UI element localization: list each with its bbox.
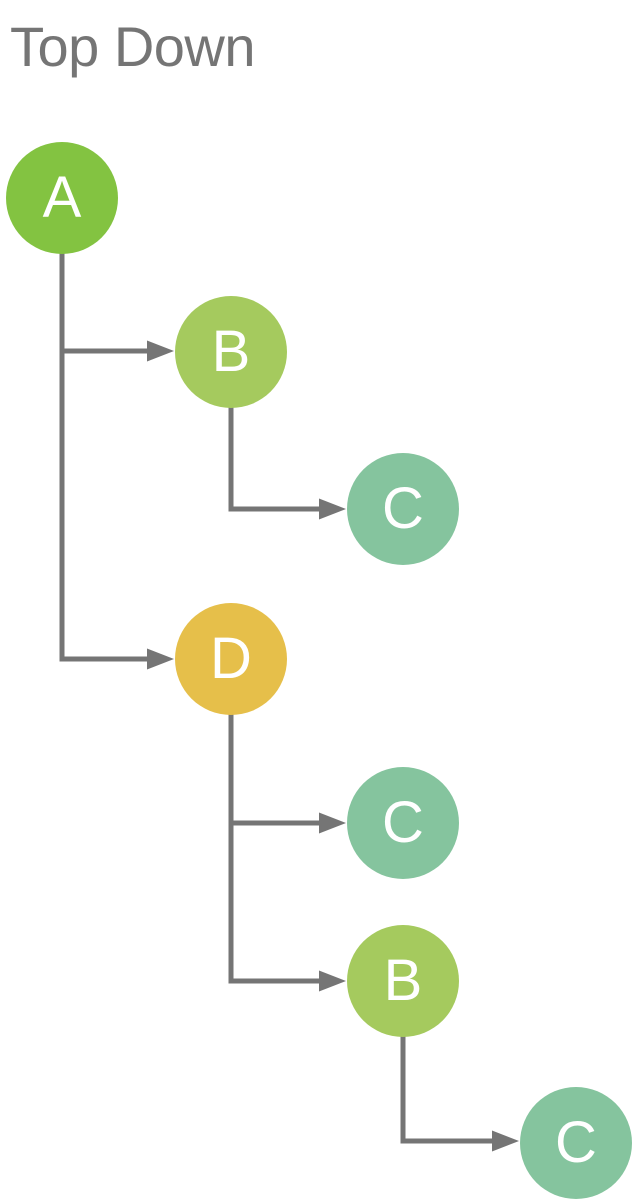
edge-B2-C3 — [400, 1035, 492, 1144]
node-C1[interactable]: C — [347, 453, 459, 565]
node-label-D: D — [210, 626, 252, 691]
arrowhead-icon — [319, 498, 346, 520]
node-label-C2: C — [382, 790, 424, 855]
edge-A-B1 — [59, 252, 148, 354]
node-label-B1: B — [211, 319, 251, 384]
node-label-A: A — [42, 165, 82, 230]
arrowhead-icon — [147, 340, 174, 362]
node-label-C3: C — [555, 1110, 597, 1175]
edge-B1-C1 — [228, 406, 320, 512]
edge-D-C2 — [228, 713, 320, 826]
arrowhead-icon — [147, 648, 174, 670]
node-B1[interactable]: B — [175, 296, 287, 408]
arrowhead-icon — [319, 970, 346, 992]
node-C2[interactable]: C — [347, 767, 459, 879]
node-C3[interactable]: C — [520, 1087, 632, 1199]
arrowhead-icon — [492, 1130, 519, 1152]
node-A[interactable]: A — [6, 142, 118, 254]
node-D[interactable]: D — [175, 603, 287, 715]
node-label-B2: B — [383, 948, 423, 1013]
edge-D-B2 — [228, 823, 320, 984]
edge-A-D — [59, 351, 148, 662]
diagram-title: Top Down — [10, 15, 256, 78]
node-B2[interactable]: B — [347, 925, 459, 1037]
arrowhead-icon — [319, 812, 346, 834]
node-label-C1: C — [382, 476, 424, 541]
